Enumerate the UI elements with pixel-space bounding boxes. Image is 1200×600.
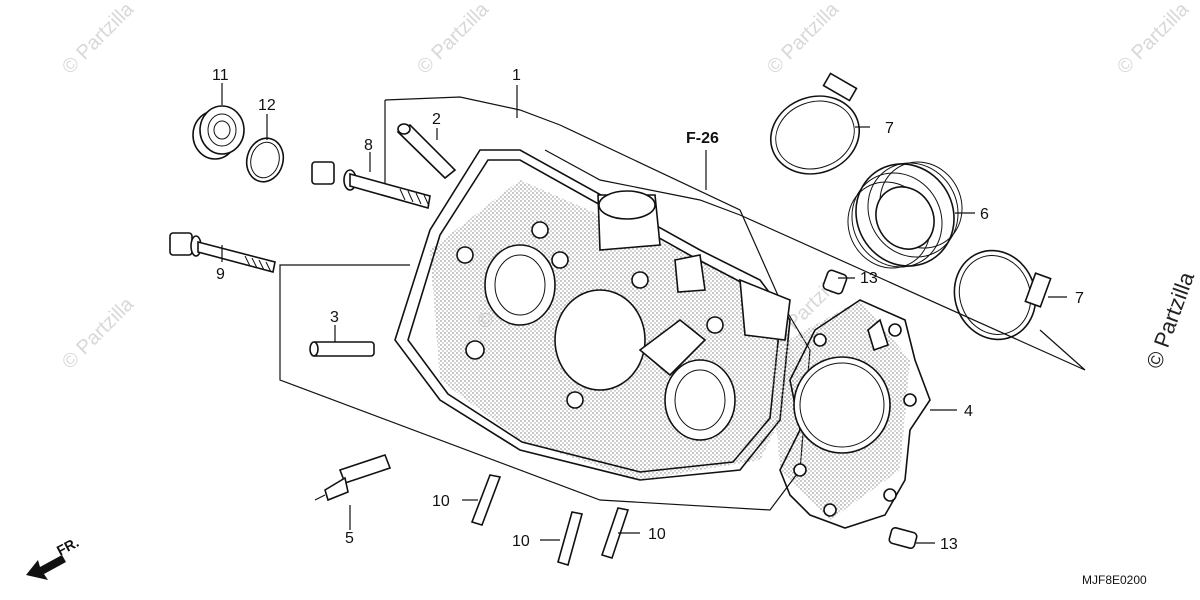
hose-clamp-lower (953, 249, 1052, 341)
stud-bolt-a (470, 474, 502, 526)
head-gasket (770, 299, 931, 529)
callout-7-lower: 7 (1075, 290, 1084, 307)
callout-12: 12 (258, 97, 276, 114)
watermark: © Partzilla (1141, 268, 1199, 372)
intake-insulator (847, 161, 963, 269)
leader-lines (221, 83, 1086, 544)
callout-9: 9 (216, 266, 225, 283)
watermark: © Partzilla (1113, 0, 1194, 79)
callout-8: 8 (364, 137, 373, 154)
reference-label: F-26 (686, 130, 719, 147)
bolt-9 (169, 232, 276, 273)
hose-clamp-upper (769, 72, 861, 175)
callout-group: 1 2 3 4 5 6 7 7 8 9 10 10 10 11 12 13 13 (212, 67, 1084, 553)
bolt-8 (311, 161, 431, 210)
front-label: FR. (54, 534, 81, 559)
callout-3: 3 (330, 309, 339, 326)
watermark: © Partzilla (58, 0, 139, 79)
cap (192, 105, 245, 160)
callout-2: 2 (432, 111, 441, 128)
watermark: © Partzilla (413, 0, 494, 79)
callout-7-upper: 7 (885, 120, 894, 137)
o-ring (245, 137, 285, 183)
callout-13-upper: 13 (860, 270, 878, 287)
stud-bolt-b (557, 511, 583, 567)
callout-13-lower: 13 (940, 536, 958, 553)
callout-4: 4 (964, 403, 973, 420)
callout-5: 5 (345, 530, 354, 547)
callout-10-c: 10 (648, 526, 666, 543)
front-arrow: FR. (26, 534, 81, 580)
dowel-pin-13-upper (822, 269, 848, 295)
spark-plug (314, 453, 392, 502)
callout-1: 1 (512, 67, 521, 84)
stud-bolt-c (600, 507, 630, 559)
callout-10-a: 10 (432, 493, 450, 510)
watermark: © Partzilla (763, 0, 844, 79)
cylinder-head (394, 149, 800, 481)
callout-10-b: 10 (512, 533, 530, 550)
callout-11: 11 (212, 67, 229, 84)
dowel-pin-3 (309, 341, 375, 357)
callout-6: 6 (980, 206, 989, 223)
dowel-pin-13-lower (888, 527, 918, 549)
watermark: © Partzilla (58, 293, 139, 374)
dowel-pin-2 (396, 123, 457, 180)
diagram-code: MJF8E0200 (1082, 573, 1147, 587)
